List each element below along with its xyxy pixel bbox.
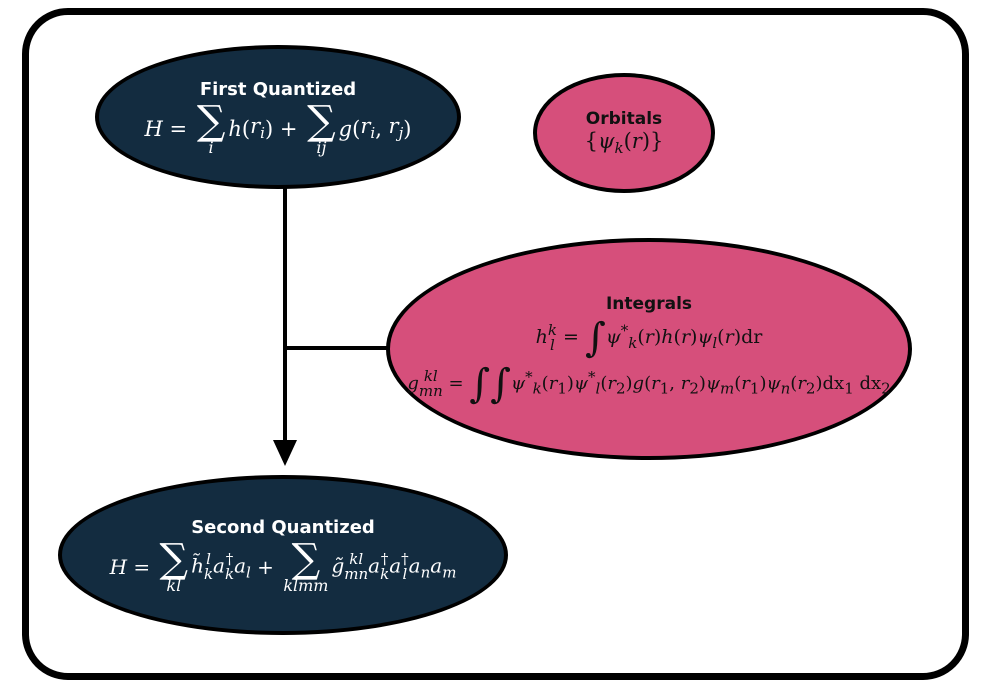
diagram-frame [22,8,969,680]
second-quantized-title: Second Quantized [191,516,375,538]
main-arrow-head [273,440,297,466]
orbitals-title: Orbitals [585,108,663,129]
first-quantized-title: First Quantized [199,78,357,100]
integrals-title: Integrals [605,294,693,314]
first-quantized-equation: H = ∑i h(ri) + ∑ij g(ri, rj) [144,97,412,157]
orbitals-expression: {ψk(r)} [584,128,664,158]
orbitals-node: Orbitals {ψk(r)} [533,73,715,193]
first-quantized-node: First Quantized H = ∑i h(ri) + ∑ij g(ri,… [95,45,461,189]
